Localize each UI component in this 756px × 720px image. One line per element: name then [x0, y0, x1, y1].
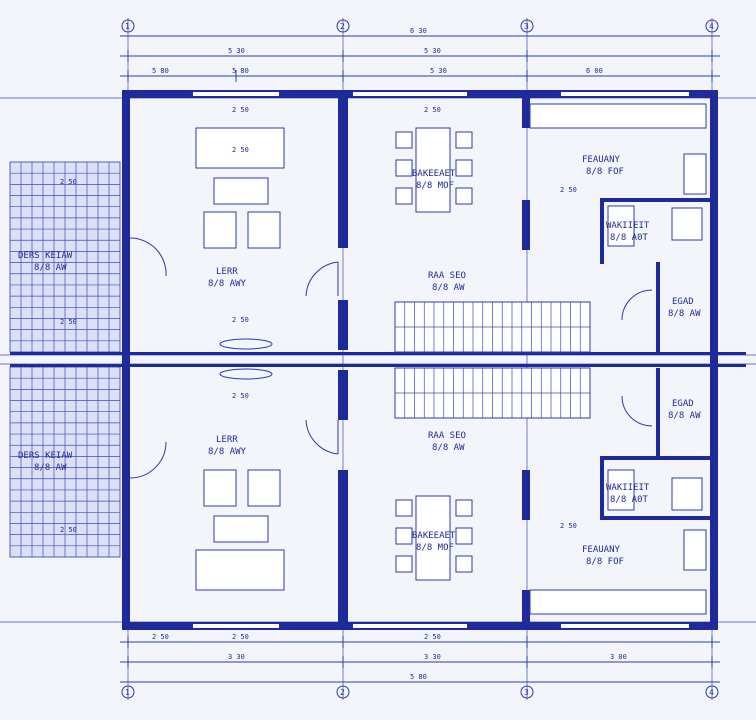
room-labels-upper: DERS KEIAW 8/8 AW LERR 8/8 AWY BAKEEAET … [18, 155, 701, 319]
dim-label: 5 30 [228, 47, 245, 55]
room-name: WAKIIEIT [606, 221, 650, 231]
room-area: 8/8 MOF [416, 181, 454, 191]
dim-label: 2 50 [60, 178, 77, 186]
dim-label: 5 80 [232, 67, 249, 75]
room-area: 8/8 AWY [208, 447, 247, 457]
interior-walls [338, 98, 710, 622]
grid-bubble-label: 1 [125, 22, 130, 31]
dim-label: 2 50 [232, 146, 249, 154]
grid-bubble-label: 3 [524, 22, 529, 31]
dim-label: 6 00 [586, 67, 603, 75]
dim-label: 2 50 [60, 526, 77, 534]
room-name: FEAUANY [582, 155, 621, 165]
dim-label: 2 50 [232, 316, 249, 324]
dim-label: 5 80 [152, 67, 169, 75]
room-name: RAA SEO [428, 431, 466, 441]
room-name: EGAD [672, 399, 694, 409]
room-name: EGAD [672, 297, 694, 307]
bottom-dimension-labels: 2 50 2 50 2 50 3 30 3 30 3 00 5 80 [152, 633, 627, 681]
exterior-walls [122, 90, 718, 630]
grid-bubbles-bottom: 1 2 3 4 [121, 685, 719, 699]
grid-bubble-label: 2 [340, 688, 345, 697]
room-name: FEAUANY [582, 545, 621, 555]
dim-label: 2 50 [232, 633, 249, 641]
room-area: 8/8 AW [432, 443, 465, 453]
dim-label: 2 50 [560, 186, 577, 194]
dim-label: 2 50 [424, 106, 441, 114]
grid-bubbles-top: 1 2 3 4 [121, 19, 719, 33]
bottom-dimension-lines [120, 636, 720, 683]
grid-bubble-label: 4 [709, 22, 714, 31]
room-name: RAA SEO [428, 271, 466, 281]
dim-label: 3 00 [610, 653, 627, 661]
dim-label: 2 50 [232, 392, 249, 400]
room-area: 8/8 AW [34, 463, 67, 473]
top-dimension-labels: 6 30 5 30 5 30 5 80 5 80 5 30 6 00 [152, 27, 603, 75]
stairs [394, 301, 591, 419]
dim-label: 5 30 [424, 47, 441, 55]
room-area: 8/8 FOF [586, 167, 624, 177]
party-wall [10, 352, 746, 367]
room-area: 8/8 A0T [610, 495, 649, 505]
room-area: 8/8 AW [668, 411, 701, 421]
dim-label: 5 30 [430, 67, 447, 75]
room-name: LERR [216, 267, 238, 277]
room-area: 8/8 AW [668, 309, 701, 319]
furniture-lower [195, 469, 707, 615]
room-area: 8/8 MOF [416, 543, 454, 553]
grid-bubble-label: 2 [340, 22, 345, 31]
grid-bubble-label: 4 [709, 688, 714, 697]
furniture-upper [195, 103, 707, 249]
room-name: DERS KEIAW [18, 451, 73, 461]
dim-label: 2 50 [152, 633, 169, 641]
dim-label: 5 80 [410, 673, 427, 681]
dim-label: 2 50 [60, 318, 77, 326]
room-area: 8/8 A0T [610, 233, 649, 243]
room-area: 8/8 AW [34, 263, 67, 273]
room-name: WAKIIEIT [606, 483, 650, 493]
interior-dimension-labels: 2 50 2 50 2 50 2 50 2 50 2 50 2 50 2 50 … [60, 106, 577, 534]
grid-bubble-label: 1 [125, 688, 130, 697]
room-labels-lower: DERS KEIAW 8/8 AW LERR 8/8 AWY BAKEEAET … [18, 399, 701, 567]
terrace-lower [9, 366, 121, 558]
door-swings [129, 237, 653, 479]
grid-bubble-label: 3 [524, 688, 529, 697]
room-name: BAKEEAET [412, 169, 456, 179]
room-area: 8/8 FOF [586, 557, 624, 567]
room-area: 8/8 AW [432, 283, 465, 293]
dim-label: 2 50 [424, 633, 441, 641]
room-name: BAKEEAET [412, 531, 456, 541]
terrace-upper [9, 161, 121, 353]
top-dimension-lines [120, 35, 720, 82]
dim-label: 2 50 [232, 106, 249, 114]
room-name: DERS KEIAW [18, 251, 73, 261]
room-area: 8/8 AWY [208, 279, 247, 289]
dim-label: 6 30 [410, 27, 427, 35]
dim-label: 3 30 [228, 653, 245, 661]
room-name: LERR [216, 435, 238, 445]
dim-label: 2 50 [560, 522, 577, 530]
dim-label: 3 30 [424, 653, 441, 661]
